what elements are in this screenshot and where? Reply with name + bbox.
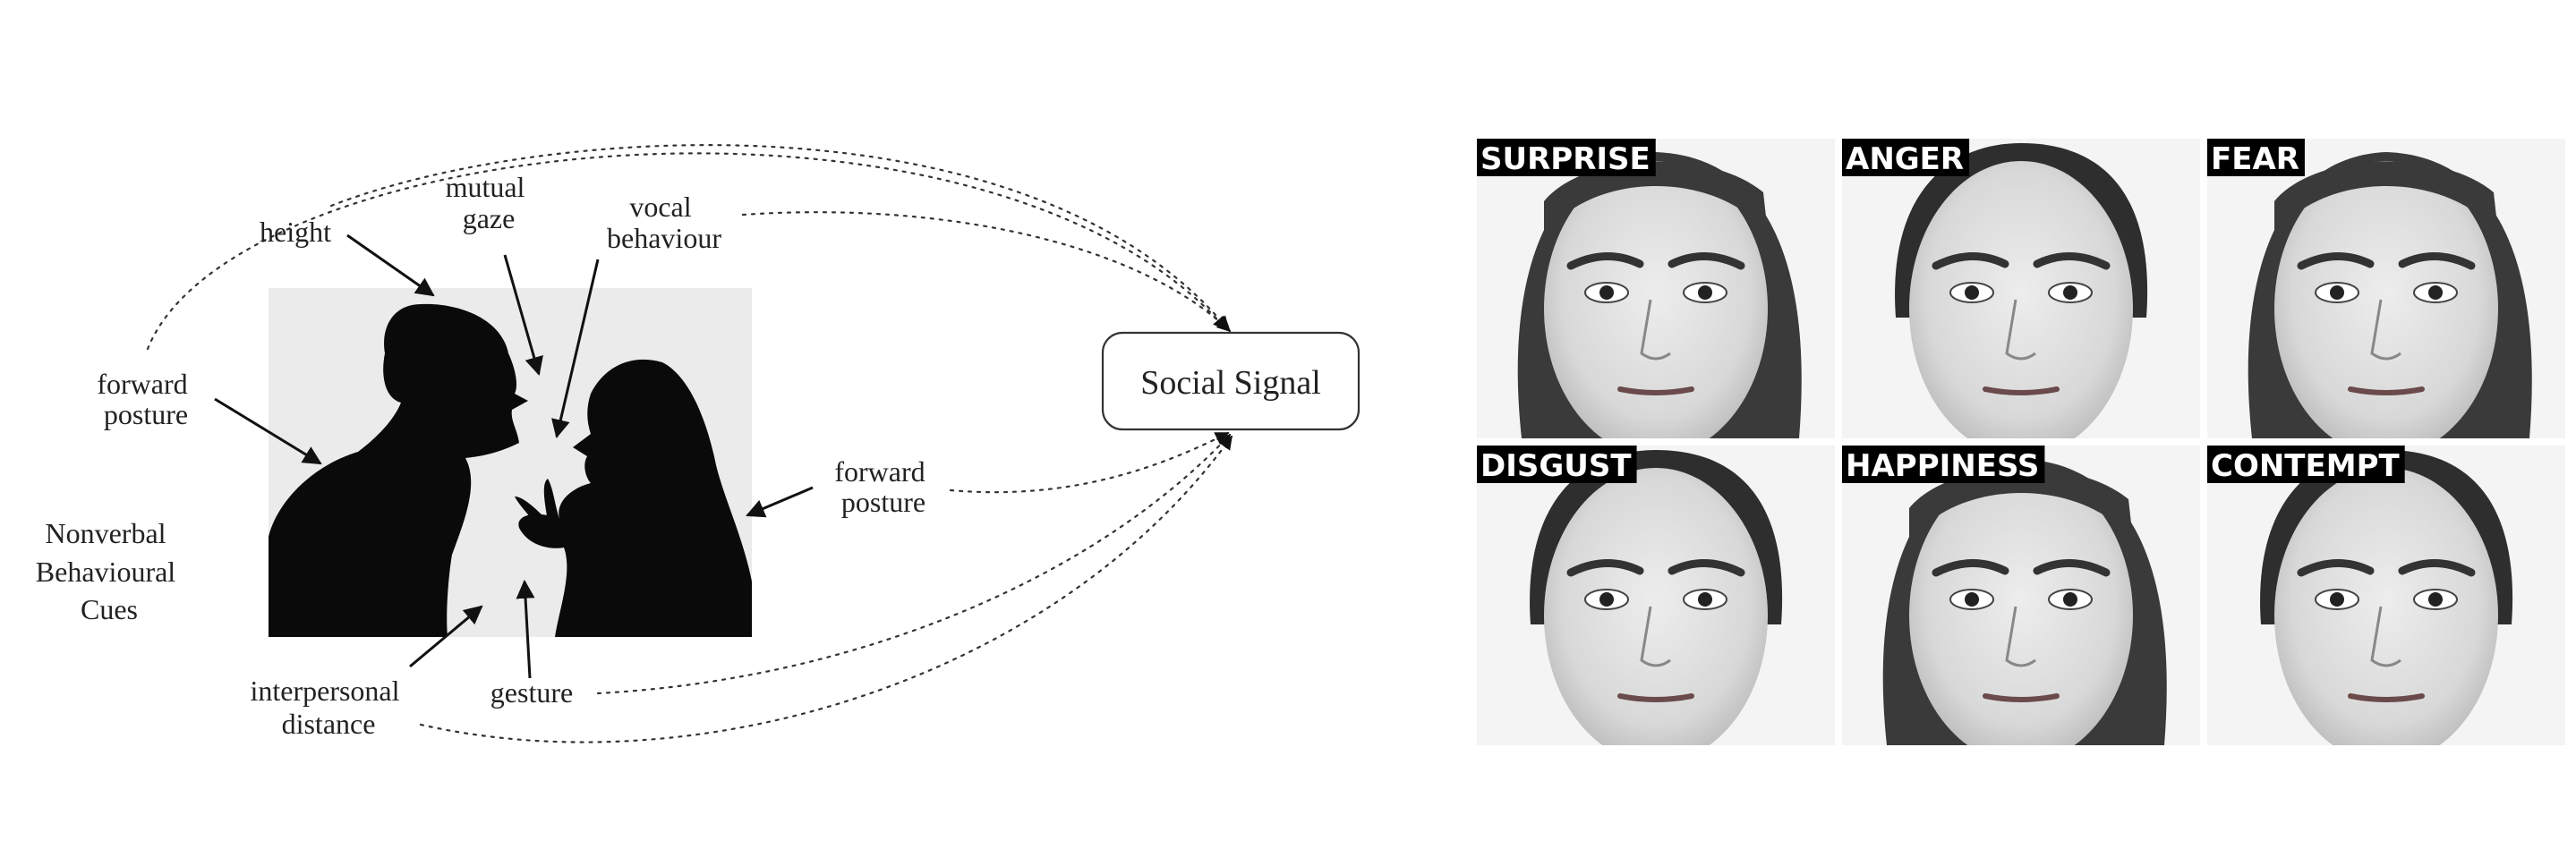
arrow-vocal-behaviour xyxy=(551,259,600,439)
face-photo-contempt xyxy=(2207,446,2565,745)
face-label-bg-fear xyxy=(2207,139,2305,176)
face-label-anger: ANGER xyxy=(1846,141,1964,177)
face-photo-disgust xyxy=(1477,446,1835,745)
face-label-bg-anger xyxy=(1842,139,1970,176)
face-label-happiness: HAPPINESS xyxy=(1846,448,2039,484)
cue-forward-posture-right: forward posture xyxy=(834,455,932,518)
face-label-bg-happiness xyxy=(1842,446,2045,483)
arrow-forward-posture-left xyxy=(214,397,322,465)
face-label-bg-contempt xyxy=(2207,446,2405,483)
social-signal-box xyxy=(1101,331,1361,431)
silhouette-photo xyxy=(269,288,752,637)
face-photo-happiness xyxy=(1842,446,2200,745)
emotion-face-grid: SURPRISE ANGER FEAR DISGUST HAPPINESS CONTEMP… xyxy=(1477,139,2565,745)
face-label-disgust: DISGUST xyxy=(1480,448,1632,484)
cue-vocal-behaviour: vocal behaviour xyxy=(607,191,721,254)
arrow-mutual-gaze xyxy=(503,254,543,377)
arrow-forward-posture-right xyxy=(746,486,814,518)
cue-height: height xyxy=(260,216,331,248)
arrow-interpersonal-distance xyxy=(409,605,483,668)
cue-forward-posture-left: forward posture xyxy=(97,368,194,430)
nonverbal-behavioural-cues: Nonverbal Behavioural Cues xyxy=(36,517,183,625)
face-label-fear: FEAR xyxy=(2211,141,2299,177)
face-photo-fear xyxy=(2207,139,2565,438)
face-photo-anger xyxy=(1842,139,2200,438)
face-label-contempt: CONTEMPT xyxy=(2211,448,2400,484)
face-label-bg-surprise xyxy=(1477,139,1656,176)
cue-mutual-gaze: mutual gaze xyxy=(446,171,533,234)
cue-gesture: gesture xyxy=(490,676,573,709)
face-photo-surprise xyxy=(1477,139,1835,438)
arrow-height xyxy=(346,233,435,297)
social-signal-label: Social Signal xyxy=(1140,364,1321,402)
face-label-bg-disgust xyxy=(1477,446,1637,483)
arrow-gesture xyxy=(516,579,535,679)
cue-interpersonal-distance: interpersonal distance xyxy=(250,675,406,740)
dotted-arrows xyxy=(146,144,1233,743)
face-label-surprise: SURPRISE xyxy=(1480,141,1651,177)
